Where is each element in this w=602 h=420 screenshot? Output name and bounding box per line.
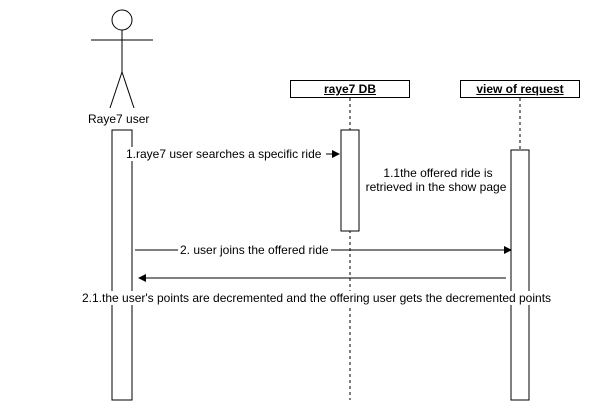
activation-view (510, 149, 530, 401)
message-1-1-line-1: 1.1the offered ride is (383, 166, 493, 180)
message-1-1-line-2: retrieved in the show page (365, 180, 507, 194)
actor-figure-icon (91, 9, 153, 109)
activation-db (340, 129, 360, 232)
lifeline-db-header: raye7 DB (290, 80, 410, 98)
activation-user (111, 129, 133, 401)
actor-label: Raye7 user (88, 112, 150, 126)
message-2-1-label: 2.1.the user's points are decremented an… (82, 291, 552, 305)
message-2-label: 2. user joins the offered ride (178, 243, 331, 257)
message-1-label: 1.raye7 user searches a specific ride (126, 147, 322, 161)
message-1-1-label: 1.1the offered ride is retrieved in the … (361, 166, 511, 194)
lifeline-view-header: view of request (460, 80, 580, 98)
